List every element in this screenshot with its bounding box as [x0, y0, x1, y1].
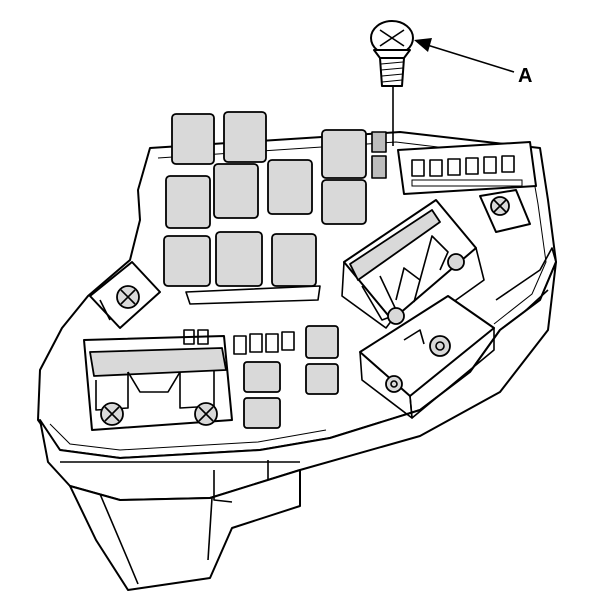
- terminal-hole: [435, 341, 445, 351]
- relay: [215, 231, 263, 287]
- relay: [321, 179, 367, 225]
- terminal-screw: [447, 253, 465, 271]
- relay: [305, 363, 339, 395]
- relay: [165, 175, 211, 229]
- main-fuse-block-right: [341, 199, 485, 341]
- terminal-hole: [390, 380, 398, 388]
- terminal-block-front-right: [359, 295, 495, 419]
- mini-fuse: [265, 333, 279, 353]
- mini-fuse: [233, 335, 247, 355]
- mini-fuse: [501, 155, 515, 173]
- relay: [271, 233, 317, 287]
- mini-fuse: [281, 331, 295, 351]
- mini-fuse: [411, 159, 425, 177]
- mini-fuse: [371, 131, 387, 153]
- mini-fuse: [197, 329, 209, 345]
- callout-label-a: A: [518, 65, 532, 87]
- relay: [305, 325, 339, 359]
- mini-fuse: [183, 329, 195, 345]
- terminal-left-upper: [89, 261, 161, 329]
- screw: [370, 20, 414, 146]
- main-fuse-block-left: [83, 335, 233, 431]
- callout-a: A: [414, 38, 532, 87]
- fuse-cluster-center: [183, 325, 339, 429]
- relay: [223, 111, 267, 163]
- relay: [321, 129, 367, 179]
- relay: [267, 159, 313, 215]
- mini-fuse: [371, 155, 387, 179]
- fuse-row-rear: [397, 141, 537, 233]
- mini-fuse: [249, 333, 263, 353]
- terminal-screw: [429, 335, 451, 357]
- relay-grid: [163, 111, 387, 305]
- callout-arrowhead: [414, 38, 432, 52]
- relay: [213, 163, 259, 219]
- terminal-screw: [387, 307, 405, 325]
- mini-fuse: [447, 158, 461, 176]
- relay: [163, 235, 211, 287]
- relay: [243, 397, 281, 429]
- relay: [243, 361, 281, 393]
- mini-fuse: [483, 156, 497, 174]
- mini-fuse: [465, 157, 479, 175]
- terminal-screw: [385, 375, 403, 393]
- mini-fuse: [429, 159, 443, 177]
- relay: [171, 113, 215, 165]
